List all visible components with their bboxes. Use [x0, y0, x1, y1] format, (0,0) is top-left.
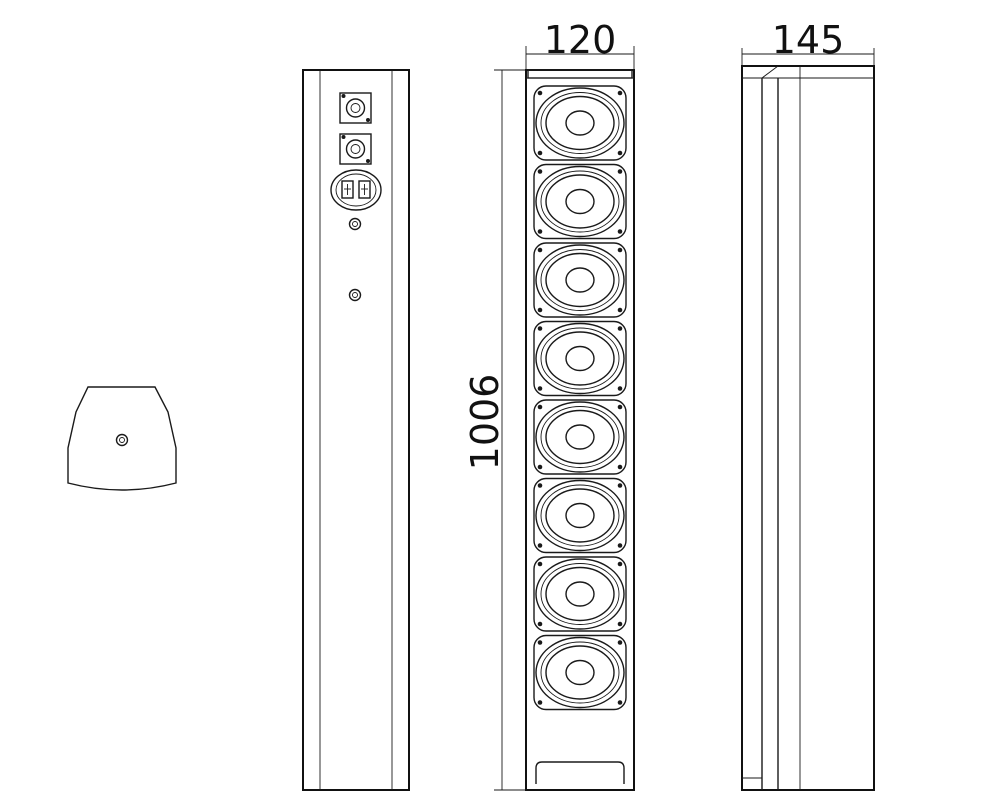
driver-screw-icon — [537, 386, 543, 391]
driver-screw-icon — [537, 483, 543, 488]
driver-screw-icon — [537, 543, 543, 548]
driver-screw-icon — [617, 307, 623, 313]
driver-screw-icon — [617, 326, 623, 331]
mount-screw-icon — [348, 217, 362, 231]
side-depth-dimension: 145 — [741, 18, 875, 66]
driver-screw-icon — [617, 229, 623, 234]
driver-screw-icon — [537, 150, 543, 156]
driver-screw-icon — [617, 169, 623, 174]
side-depth-label: 145 — [772, 18, 845, 62]
driver-screw-icon — [617, 640, 623, 645]
height-dimension: 1006 — [463, 69, 526, 791]
woofer-driver — [533, 163, 627, 240]
driver-screw-icon — [617, 543, 623, 548]
height-label: 1006 — [463, 374, 507, 471]
driver-screw-icon — [537, 464, 543, 470]
driver-screw-icon — [537, 169, 543, 174]
driver-screw-icon — [617, 90, 623, 96]
driver-screw-icon — [617, 483, 623, 488]
driver-screw-icon — [537, 561, 543, 567]
front-width-label: 120 — [544, 18, 617, 62]
mount-screw-icon — [115, 433, 129, 447]
side-view: 145 — [741, 18, 875, 791]
driver-screw-icon — [537, 90, 543, 96]
driver-screw-icon — [537, 229, 543, 234]
woofer-driver — [533, 320, 627, 397]
driver-screw-icon — [537, 247, 543, 253]
driver-screw-icon — [617, 621, 623, 627]
driver-screw-icon — [617, 150, 623, 156]
bottom-port — [535, 761, 625, 784]
driver-screw-icon — [617, 247, 623, 253]
driver-screw-icon — [537, 700, 543, 705]
driver-screw-icon — [617, 404, 623, 410]
driver-screw-icon — [617, 700, 623, 705]
driver-screw-icon — [537, 326, 543, 331]
driver-screw-icon — [537, 621, 543, 627]
woofer-driver — [533, 477, 627, 554]
front-view: 120 1006 — [463, 18, 635, 791]
mount-screw-icon — [348, 288, 362, 302]
front-width-dimension: 120 — [525, 18, 635, 72]
bracket-top-view — [67, 386, 177, 491]
driver-screw-icon — [537, 307, 543, 313]
driver-screw-icon — [617, 561, 623, 567]
binding-post-terminal-icon — [330, 169, 382, 211]
rear-view — [302, 69, 410, 791]
driver-screw-icon — [537, 640, 543, 645]
driver-column — [533, 85, 627, 711]
speakon-connector-icon — [339, 92, 372, 124]
speakon-connector-icon — [339, 133, 372, 165]
woofer-driver — [533, 85, 627, 161]
woofer-driver — [533, 634, 627, 711]
driver-screw-icon — [617, 386, 623, 391]
woofer-driver — [533, 556, 627, 632]
driver-screw-icon — [537, 404, 543, 410]
driver-screw-icon — [617, 464, 623, 470]
woofer-driver — [533, 399, 627, 475]
woofer-driver — [533, 242, 627, 318]
